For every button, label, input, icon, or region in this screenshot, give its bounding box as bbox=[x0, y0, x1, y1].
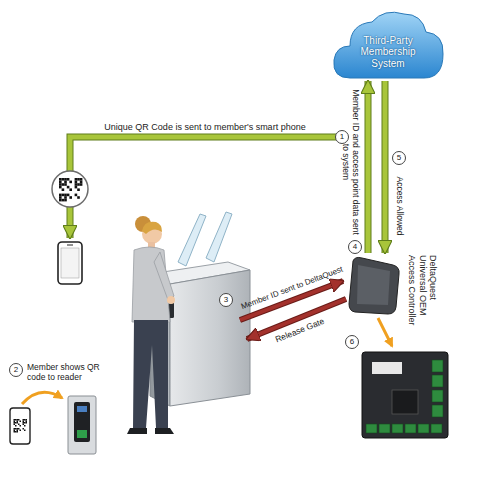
callout-number: 1 bbox=[335, 130, 349, 144]
step-note: Member shows QR code to reader bbox=[27, 363, 117, 383]
access-controller: DeltaQuest Universal OEM Access Controll… bbox=[345, 255, 401, 317]
connector-outline bbox=[382, 81, 389, 253]
qr-code bbox=[59, 178, 82, 201]
callout-number: 3 bbox=[219, 293, 233, 307]
callout-number: 4 bbox=[348, 240, 362, 254]
callout-number: 6 bbox=[345, 335, 359, 349]
cloud-system: Third-Party Membership System bbox=[330, 8, 446, 80]
reader-outline bbox=[345, 255, 401, 317]
controller-name: DeltaQuest Universal OEM Access Controll… bbox=[407, 255, 438, 339]
connector-outline bbox=[365, 81, 372, 253]
smartphone bbox=[58, 242, 82, 284]
arrow-label: Release Gate bbox=[274, 317, 326, 345]
data-arrow bbox=[366, 81, 371, 253]
edge-label: Access Allowed bbox=[394, 176, 404, 235]
phone-at-reader bbox=[10, 392, 96, 454]
flow-note: Unique QR Code is sent to member's smart… bbox=[104, 122, 305, 132]
system-name: Third-Party Membership System bbox=[344, 35, 432, 70]
edge-label: Member ID and access point data sent to … bbox=[340, 87, 360, 237]
data-arrow bbox=[383, 81, 388, 253]
callout-number: 2 bbox=[9, 363, 23, 377]
arrow-label: Member ID sent to DeltaQuest bbox=[240, 265, 344, 312]
qr-badge bbox=[52, 171, 88, 207]
callout-number: 5 bbox=[392, 151, 406, 165]
controller-board bbox=[362, 318, 448, 438]
member-figure bbox=[127, 216, 175, 434]
